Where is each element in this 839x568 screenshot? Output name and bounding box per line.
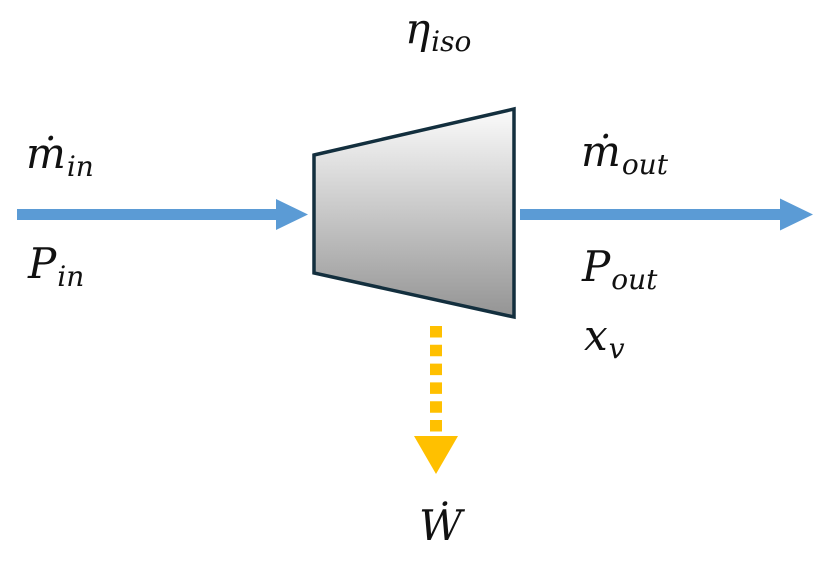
work-arrow-head-icon xyxy=(414,436,458,474)
label-subscript: out xyxy=(621,147,668,181)
label-pressure-in: Pin xyxy=(28,243,84,291)
label-base: η xyxy=(405,4,431,53)
label-subscript: v xyxy=(608,331,625,365)
label-base: x xyxy=(584,311,608,360)
inlet-flow-arrow xyxy=(17,199,308,230)
label-base: P xyxy=(28,239,57,288)
label-subscript: in xyxy=(66,149,94,183)
label-vapor-quality: xv xyxy=(584,315,625,363)
outlet-flow-arrow xyxy=(520,198,813,231)
label-mass-flow-out: ṁout xyxy=(581,131,668,179)
turbine-body xyxy=(312,106,516,320)
label-base: Ẇ xyxy=(419,501,463,550)
label-base: ṁ xyxy=(581,127,621,176)
label-pressure-out: Pout xyxy=(582,246,657,294)
label-subscript: iso xyxy=(431,24,472,58)
label-mass-flow-in: ṁin xyxy=(26,133,94,181)
label-base: ṁ xyxy=(26,129,66,178)
label-subscript: in xyxy=(57,259,85,293)
label-isentropic-efficiency: ηiso xyxy=(405,8,471,56)
label-subscript: out xyxy=(611,262,658,296)
inlet-arrow-head-icon xyxy=(276,199,308,230)
work-output-arrow xyxy=(414,326,458,474)
label-base: P xyxy=(582,242,611,291)
outlet-arrow-head-icon xyxy=(780,198,813,231)
label-work: Ẇ xyxy=(419,505,463,547)
